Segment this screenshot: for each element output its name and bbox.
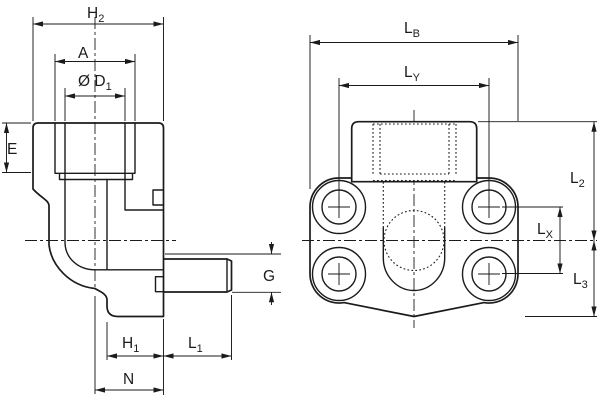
dim-label-lx: LX (537, 221, 554, 241)
front-view-bolt-holes (311, 179, 517, 302)
side-view-centerlines (25, 17, 176, 290)
dim-label-l2: L2 (570, 170, 585, 190)
dimension-lines (2, 17, 597, 395)
front-view-port-circle (383, 209, 445, 272)
dim-label-h1: H1 (122, 335, 139, 355)
side-view-port-boss (54, 122, 136, 181)
bolt-hole-outer-bottom-left (311, 246, 367, 302)
front-view-dimension-lines (310, 42, 595, 317)
front-view (302, 110, 597, 328)
dim-label-ly: LY (404, 64, 421, 84)
bolt-hole-center-crosses (328, 196, 500, 285)
dim-label-n: N (123, 371, 134, 388)
bolt-hole-inner-bottom-right (471, 256, 507, 292)
front-view-port-boss (350, 120, 478, 183)
dim-label-g: G (263, 268, 275, 285)
dim-label-e: E (7, 141, 17, 158)
dimension-labels: H2 A Ø D1 E G H1 L1 N LB LY L2 LX L3 (7, 5, 588, 388)
side-view (25, 17, 233, 318)
front-view-neck-outline (382, 227, 446, 292)
dim-label-a: A (78, 45, 89, 62)
side-view-body-outline (32, 122, 165, 318)
front-view-thread-hidden-lines (372, 123, 457, 182)
side-view-bore-lines (64, 122, 165, 271)
side-view-bolt-hole-notches (152, 189, 165, 293)
bolt-hole-outer-bottom-right (461, 246, 517, 302)
front-view-extension-lines (309, 35, 597, 317)
dim-label-h2: H2 (87, 5, 104, 25)
dim-label-d1: Ø D1 (78, 73, 112, 93)
dim-label-l1: L1 (188, 335, 203, 355)
front-view-flange-outline (309, 177, 519, 318)
dim-label-l3: L3 (573, 271, 588, 291)
side-view-threaded-stub (163, 258, 233, 293)
side-view-extension-lines (2, 17, 281, 395)
bolt-hole-inner-bottom-left (321, 256, 357, 292)
dim-label-lb: LB (404, 20, 420, 40)
